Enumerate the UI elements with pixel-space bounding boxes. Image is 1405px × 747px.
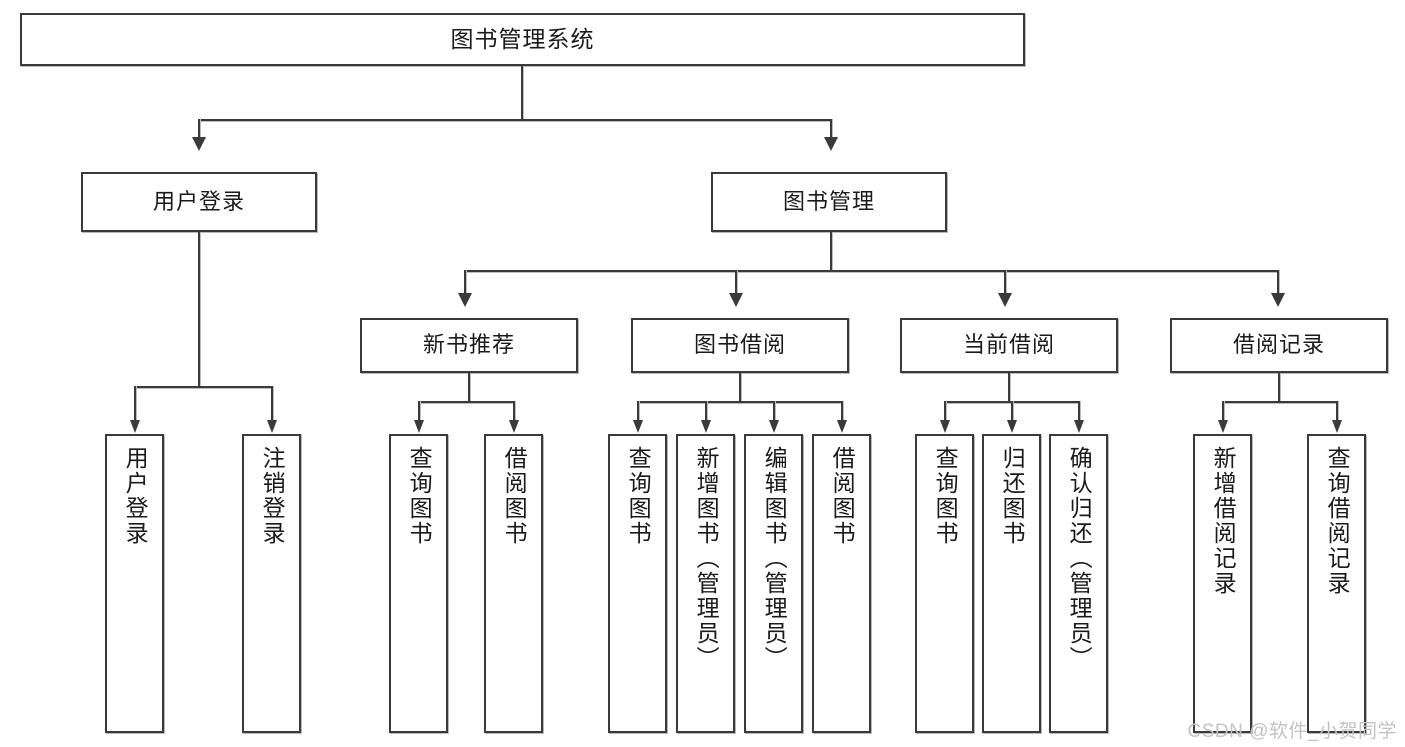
connector-nbr-leaf2: [513, 401, 515, 423]
node-root[interactable]: 图书管理系统: [20, 13, 1025, 66]
leaf-new-book-rec-2-label: 借阅图书: [501, 446, 528, 546]
connector-bb-leaf4: [841, 401, 843, 423]
arrowhead-ul-leaf2: [267, 420, 277, 433]
connector-br-leaf2: [1336, 401, 1338, 423]
connector-cb-leaf3: [1078, 401, 1080, 423]
arrowhead-bb-leaf4: [837, 420, 847, 433]
node-borrow-record-label: 借阅记录: [1232, 332, 1325, 358]
connector-nbr-leaf1: [418, 401, 420, 423]
leaf-borrow-record-1[interactable]: 新增借阅记录: [1193, 434, 1252, 733]
connector-bb-stem: [739, 373, 741, 402]
connector-cb-leaf2: [1011, 401, 1013, 423]
arrowhead-cb-leaf1: [940, 420, 950, 433]
node-root-label: 图书管理系统: [450, 25, 595, 52]
arrowhead-cb-leaf3: [1074, 420, 1084, 433]
leaf-current-borrow-1-label: 查询图书: [932, 446, 959, 546]
connector-nbr-stem: [468, 373, 470, 402]
connector-bb-leaf3: [773, 401, 775, 423]
node-book-borrow[interactable]: 图书借阅: [631, 318, 849, 373]
leaf-borrow-record-1-label: 新增借阅记录: [1210, 446, 1237, 596]
leaf-book-borrow-2-label: 新增图书（管理员）: [693, 446, 720, 671]
arrowhead-book-borrow: [729, 293, 743, 307]
leaf-user-login-2-label: 注销登录: [259, 446, 286, 546]
connector-bb-leaf2: [705, 401, 707, 423]
connector-to-current-borrow: [1004, 270, 1006, 295]
connector-bb-bus: [637, 401, 842, 403]
leaf-user-login-1[interactable]: 用户登录: [105, 434, 164, 733]
connector-to-book-borrow: [735, 270, 737, 295]
node-book-borrow-label: 图书借阅: [693, 332, 786, 358]
connector-br-bus: [1222, 401, 1337, 403]
leaf-current-borrow-1[interactable]: 查询图书: [915, 434, 974, 733]
arrowhead-nbr-leaf2: [509, 420, 519, 433]
arrowhead-book-manage: [824, 137, 838, 151]
leaf-current-borrow-3-label: 确认归还（管理员）: [1066, 446, 1093, 671]
connector-level3-bus: [464, 270, 1279, 272]
arrowhead-new-book-rec: [458, 293, 472, 307]
leaf-user-login-2[interactable]: 注销登录: [242, 434, 301, 733]
leaf-new-book-rec-2[interactable]: 借阅图书: [484, 434, 543, 733]
connector-user-login-leaf2: [271, 386, 273, 423]
arrowhead-user-login: [192, 137, 206, 151]
connector-book-manage-stem: [830, 232, 832, 271]
node-current-borrow-label: 当前借阅: [962, 332, 1055, 358]
arrowhead-br-leaf2: [1332, 420, 1342, 433]
leaf-borrow-record-2-label: 查询借阅记录: [1324, 446, 1351, 596]
node-user-login-label: 用户登录: [152, 188, 245, 214]
arrowhead-nbr-leaf1: [414, 420, 424, 433]
connector-to-borrow-record: [1277, 270, 1279, 295]
connector-to-book-manage: [830, 119, 832, 139]
leaf-book-borrow-1-label: 查询图书: [625, 446, 652, 546]
leaf-current-borrow-2[interactable]: 归还图书: [982, 434, 1041, 733]
leaf-book-borrow-3[interactable]: 编辑图书（管理员）: [744, 434, 803, 733]
node-current-borrow[interactable]: 当前借阅: [900, 318, 1118, 373]
arrowhead-bb-leaf1: [633, 420, 643, 433]
node-book-manage[interactable]: 图书管理: [711, 172, 947, 232]
connector-br-stem: [1278, 373, 1280, 402]
connector-user-login-leaf1: [134, 386, 136, 423]
node-book-manage-label: 图书管理: [782, 188, 875, 214]
arrowhead-borrow-record: [1271, 293, 1285, 307]
node-borrow-record[interactable]: 借阅记录: [1170, 318, 1388, 373]
arrowhead-br-leaf1: [1218, 420, 1228, 433]
node-user-login[interactable]: 用户登录: [81, 172, 317, 232]
leaf-book-borrow-4[interactable]: 借阅图书: [812, 434, 871, 733]
leaf-current-borrow-2-label: 归还图书: [999, 446, 1026, 546]
connector-user-login-stem: [198, 232, 200, 387]
node-new-book-rec-label: 新书推荐: [422, 332, 515, 358]
connector-cb-stem: [1008, 373, 1010, 402]
arrowhead-ul-leaf1: [130, 420, 140, 433]
connector-level2-bus: [198, 119, 832, 121]
connector-to-user-login: [198, 119, 200, 139]
connector-cb-leaf1: [944, 401, 946, 423]
connector-br-leaf1: [1222, 401, 1224, 423]
connector-bb-leaf1: [637, 401, 639, 423]
leaf-book-borrow-3-label: 编辑图书（管理员）: [761, 446, 788, 671]
node-new-book-rec[interactable]: 新书推荐: [360, 318, 578, 373]
leaf-new-book-rec-1-label: 查询图书: [406, 446, 433, 546]
leaf-current-borrow-3[interactable]: 确认归还（管理员）: [1049, 434, 1108, 733]
arrowhead-bb-leaf3: [769, 420, 779, 433]
leaf-new-book-rec-1[interactable]: 查询图书: [389, 434, 448, 733]
arrowhead-current-borrow: [998, 293, 1012, 307]
arrowhead-cb-leaf2: [1007, 420, 1017, 433]
leaf-book-borrow-2[interactable]: 新增图书（管理员）: [676, 434, 735, 733]
arrowhead-bb-leaf2: [701, 420, 711, 433]
connector-user-login-bus: [134, 386, 272, 388]
connector-root-stem: [521, 66, 523, 120]
connector-to-new-book-rec: [464, 270, 466, 295]
leaf-book-borrow-1[interactable]: 查询图书: [608, 434, 667, 733]
connector-nbr-bus: [418, 401, 514, 403]
watermark-text: CSDN @软件_小贺同学: [1187, 721, 1397, 742]
leaf-user-login-1-label: 用户登录: [122, 446, 149, 546]
leaf-borrow-record-2[interactable]: 查询借阅记录: [1307, 434, 1366, 733]
leaf-book-borrow-4-label: 借阅图书: [829, 446, 856, 546]
